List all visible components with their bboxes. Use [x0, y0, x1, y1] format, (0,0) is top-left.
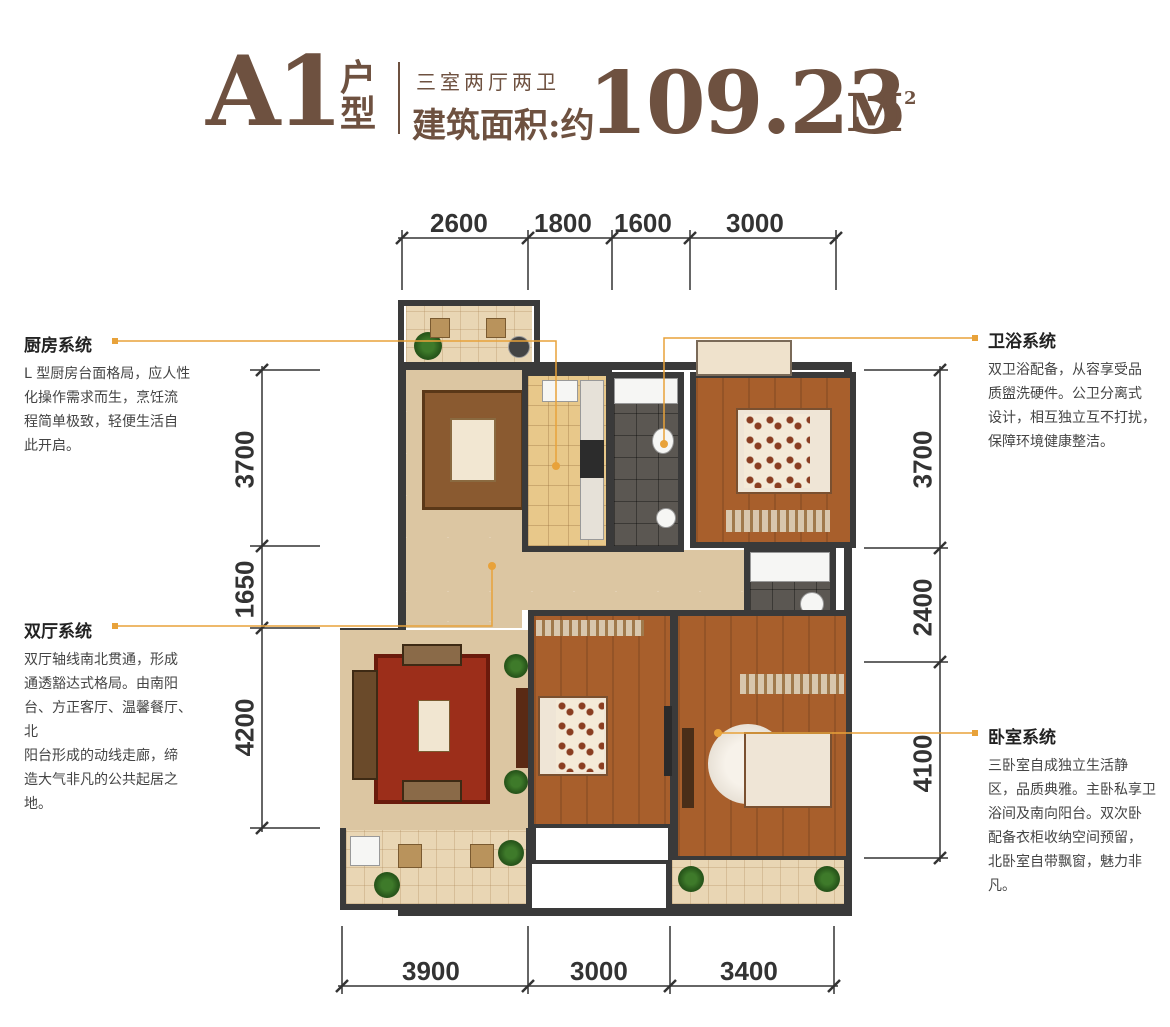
tv-icon: [664, 706, 672, 776]
south-balcony-1-wall: [340, 828, 532, 910]
kitchen-system-text: L 型厨房台面格局，应人性 化操作需求而生，烹饪流 程简单极致，轻便生活自 此开…: [24, 366, 191, 454]
dim-top-2: 1800: [534, 208, 592, 238]
model-code: A1: [206, 35, 343, 148]
master-bed-icon: [744, 732, 832, 808]
armchair-icon: [402, 780, 462, 802]
bathroom-1-wall: [608, 372, 684, 552]
plant-icon: [814, 866, 840, 892]
area-unit-superscript: 2: [904, 88, 917, 109]
dim-bottom-3: 3400: [720, 956, 778, 986]
sink-icon: [542, 380, 578, 402]
dim-top-4: 3000: [726, 208, 784, 238]
plant-icon: [504, 770, 528, 794]
hall-system-title: 双厅系统: [24, 622, 92, 642]
bay-window: [696, 340, 792, 376]
plant-icon: [498, 840, 524, 866]
chair-icon: [470, 844, 494, 868]
dim-top-3: 1600: [614, 208, 672, 238]
south-balcony-2-wall: [666, 860, 850, 910]
corridor-floor: [406, 550, 746, 610]
wardrobe-icon: [740, 674, 844, 694]
master-bed-cover: [744, 414, 810, 488]
wardrobe-icon: [726, 510, 830, 532]
plant-icon: [678, 866, 704, 892]
area-unit: M: [846, 83, 904, 144]
bed-cover: [556, 700, 604, 772]
bathtub-icon: [750, 552, 830, 582]
bedroom-system-text: 三卧室自成独立生活静 区，品质典雅。主卧私享卫 浴间及南向阳台。双次卧 配备衣柜…: [988, 758, 1156, 894]
stove-icon: [580, 440, 604, 478]
armchair-icon: [402, 644, 462, 666]
bay-window-south: [532, 828, 672, 864]
dim-bottom-1: 3900: [402, 956, 460, 986]
bathroom-system-title: 卫浴系统: [988, 332, 1056, 352]
hall-system-text: 双厅轴线南北贯通，形成 通透豁达式格局。由南阳 台、方正客厅、温馨餐厅、北 阳台…: [24, 652, 192, 812]
basin-icon: [656, 508, 676, 528]
model-type-word: 户型: [340, 57, 377, 135]
area-label: 建筑面积:约: [412, 106, 595, 146]
plant-icon: [374, 872, 400, 898]
tv-cabinet-icon: [682, 728, 694, 808]
bedroom-3-wall: [672, 610, 852, 862]
chair-icon: [398, 844, 422, 868]
chair-icon: [486, 318, 506, 338]
bathtub-icon: [614, 378, 678, 404]
washing-machine-icon: [350, 836, 380, 866]
area-value: 109.23: [588, 53, 907, 154]
dim-bottom-2: 3000: [570, 956, 628, 986]
floor-plan: [326, 300, 856, 916]
chair-icon: [430, 318, 450, 338]
wardrobe-icon: [536, 620, 644, 636]
header-separator: [398, 62, 400, 134]
coffee-table-icon: [418, 700, 450, 752]
dim-top-1: 2600: [430, 208, 488, 238]
room-summary: 三室两厅两卫: [416, 70, 560, 94]
bathroom-system-text: 双卫浴配备，从容享受品 质盥洗硬件。公卫分离式 设计，相互独立互不打扰， 保障环…: [988, 362, 1156, 450]
kitchen-system-title: 厨房系统: [24, 336, 92, 356]
bedroom-system-title: 卧室系统: [988, 728, 1056, 748]
tv-cabinet-icon: [516, 688, 528, 768]
dining-table-icon: [450, 418, 496, 482]
plant-icon: [504, 654, 528, 678]
sofa-icon: [352, 670, 378, 780]
